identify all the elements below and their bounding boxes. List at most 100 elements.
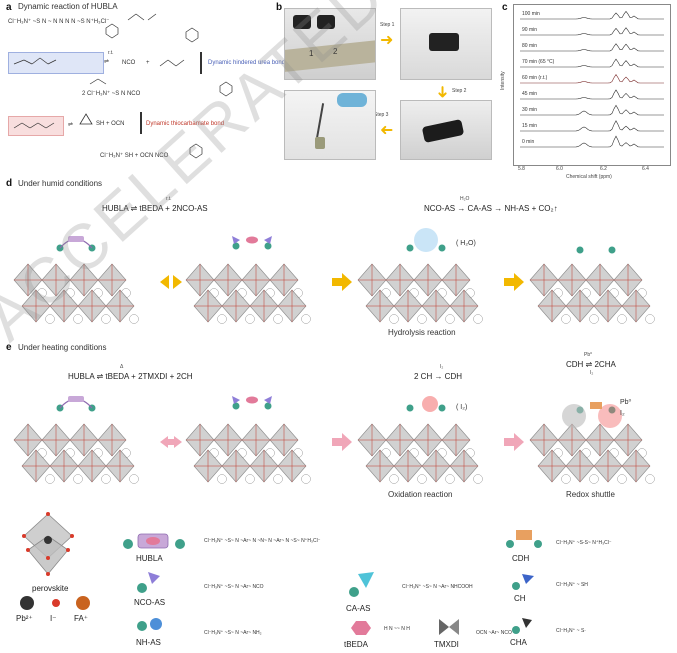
nco-group: NCO (122, 60, 136, 66)
thiocarbamate-bond-label: Dynamic thiocarbamate bond (146, 121, 225, 127)
water-label: ( H₂O) (456, 240, 476, 247)
humid-crystal-2 (357, 263, 483, 324)
photo-step1 (400, 8, 492, 80)
nmr-trace-0 (520, 10, 664, 20)
humid-hubla-mark (68, 236, 84, 242)
bent-film (421, 119, 465, 143)
humid-fa-site (101, 314, 111, 324)
humid-ammonium-b-3 (608, 246, 616, 254)
ruler (285, 40, 375, 72)
oxidation-caption: Oxidation reaction (388, 490, 453, 499)
nmr-trace-label-4: 60 min (r.t.) (522, 75, 548, 81)
nmr-trace-2 (520, 43, 664, 52)
nmr-trace-7 (520, 120, 664, 132)
legend-tmxdi: TMXDI (434, 640, 459, 649)
pb0-label: Pb⁰ (620, 399, 632, 406)
hubla-formula-top: Cl⁻H₃N⁺ ~S N ~ N N N N ~S N⁺H₃Cl⁻ (8, 19, 110, 25)
humid-fa-site (217, 314, 227, 324)
cdh-icon (506, 530, 542, 548)
bracket-blue (200, 52, 202, 74)
nmr-tick-0: 5.8 (518, 166, 525, 172)
heat-arrow-1 (332, 433, 352, 451)
products-2-ring (189, 143, 203, 159)
heat-cdh-mark (590, 402, 602, 409)
nmr-xlabel: Chemical shift (ppm) (566, 174, 612, 180)
heat-crystal-3 (529, 423, 655, 484)
nmr-trace-4 (520, 74, 664, 84)
humid-nco-mark (232, 236, 240, 244)
legend-pb: Pb²⁺ (16, 614, 33, 623)
panel-c-label: c (502, 2, 508, 13)
arrow-step1: ➜ (380, 32, 394, 49)
legend-cdh-formula: Cl⁻H₃N⁺ ~S-S~ N⁺H₃Cl⁻ (556, 540, 612, 546)
legend-hubla-formula: Cl⁻H₃N⁺ ~S~ N ~Ar~ N ~N~ N ~Ar~ N ~S~ N⁺… (204, 538, 321, 544)
humid-fa-site (73, 314, 83, 324)
heat-nco-mark-b (264, 396, 272, 404)
d-eq2: NCO-AS → CA-AS → NH-AS + CO₂↑ (424, 204, 558, 213)
hindered-urea-highlight (8, 52, 104, 74)
hydrolysis-caption: Hydrolysis reaction (388, 328, 456, 337)
legend-iodide-6 (46, 572, 50, 576)
legend-iodide-3 (22, 534, 26, 538)
thiocarbamate-structure (13, 122, 55, 129)
products-2: Cl⁻H₃N⁺ SH + OCN NCO (100, 153, 169, 159)
cha-icon (512, 618, 532, 634)
legend-ch: CH (514, 594, 526, 603)
nmr-ylabel: Intensity (500, 71, 506, 90)
i2-label: I₂ (620, 410, 625, 417)
d-eq1: HUBLA ⇌ tBEDA + 2NCO-AS (102, 204, 208, 213)
legend-iodide-1 (70, 534, 74, 538)
heat-fa-site (617, 474, 627, 484)
humid-crystal-0 (13, 263, 139, 324)
equilibrium-arrow: ⇌ (104, 59, 110, 65)
products-1-structure (89, 78, 233, 97)
nmr-trace-8 (520, 135, 664, 148)
legend-iodide-4 (66, 548, 70, 552)
heat-fa-site (417, 474, 427, 484)
legend-nco-as: NCO-AS (134, 598, 166, 607)
panel-a-label: a (6, 2, 12, 13)
humid-fa-site (417, 314, 427, 324)
step3-label: Step 3 (374, 112, 389, 118)
humid-fa-site (389, 314, 399, 324)
humid-ammonium-b-1 (264, 242, 272, 250)
nmr-tick-1: 6.0 (556, 166, 563, 172)
legend-ca-formula: Cl⁻H₃N⁺ ~S~ N ~Ar~ NHCOOH (402, 584, 473, 590)
photo-step0: 1 2 (284, 8, 376, 80)
photo-step2 (400, 100, 492, 160)
heat-crystal-1 (185, 423, 311, 484)
rt-condition: r.t. (108, 50, 114, 56)
legend-i: I⁻ (50, 614, 57, 623)
heat-ammonium-2 (406, 404, 414, 412)
legend-cha-formula: Cl⁻H₃N⁺ ~ S· (556, 628, 586, 634)
nmr-trace-6 (520, 104, 664, 116)
panel-a-title: Dynamic reaction of HUBLA (18, 2, 118, 11)
photo-step3 (284, 90, 376, 160)
products-1: 2 Cl⁻H₃N⁺ ~S N NCO (82, 91, 141, 97)
e-eq3-top: Pb⁰ (584, 352, 593, 358)
legend-tmxdi-formula: OCN ~Ar~ NCO (476, 630, 512, 636)
iodide-ion-icon (52, 599, 60, 607)
heat-hubla-mark (68, 396, 84, 402)
heat-fa-site (473, 474, 483, 484)
d-perovskite-row (13, 228, 655, 324)
legend-nh-as: NH-AS (136, 638, 161, 647)
nmr-trace-label-0: 100 min (522, 11, 540, 17)
legend-iodide-2 (46, 556, 50, 560)
healed-film (429, 33, 459, 51)
heat-fa-site (73, 474, 83, 484)
nmr-trace-label-2: 80 min (522, 43, 537, 49)
e-eq1-condition: Δ (120, 364, 124, 370)
hubla-icon (123, 533, 185, 549)
legend-iodide-5 (26, 548, 30, 552)
nmr-trace-3 (520, 58, 664, 68)
heat-fa-site (129, 474, 139, 484)
film-piece-1 (293, 15, 311, 29)
e-eq1: HUBLA ⇌ tBEDA + 2TMXDI + 2CH (68, 372, 193, 381)
legend-iodide-0 (46, 512, 50, 516)
e-eq2-condition: I₂ (440, 364, 444, 370)
nmr-trace-label-1: 90 min (522, 27, 537, 33)
hubla-structure (105, 13, 199, 43)
weight (315, 137, 325, 149)
